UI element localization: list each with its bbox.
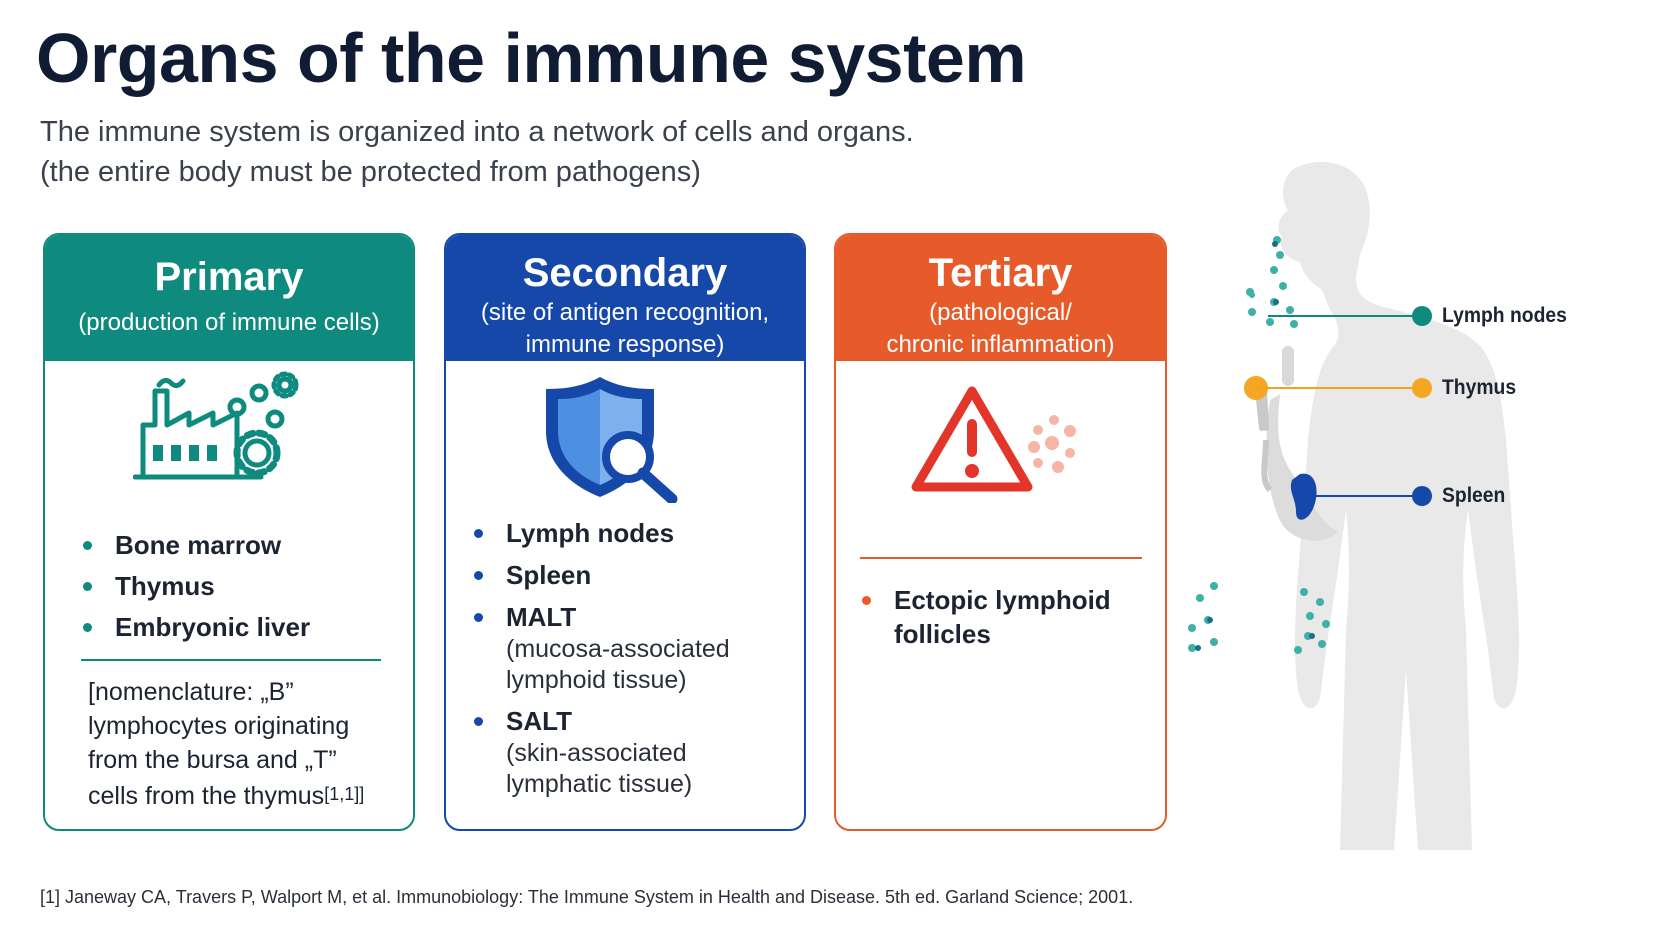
primary-subheading: (production of immune cells): [78, 309, 380, 336]
list-item: Lymph nodes: [474, 517, 730, 550]
page-title: Organs of the immune system: [36, 19, 1027, 97]
item-label: Spleen: [506, 560, 592, 590]
lymph-nodes-label: Lymph nodes: [1442, 304, 1567, 327]
subtitle-line-1: The immune system is organized into a ne…: [40, 116, 914, 148]
secondary-subheading-line-1: (site of antigen recognition,: [480, 299, 770, 326]
item-label: MALT: [506, 602, 577, 632]
list-item: Bone marrow: [83, 525, 310, 566]
human-body-silhouette: [1188, 161, 1520, 850]
list-item: Embryonic liver: [83, 607, 310, 648]
primary-organs-card: Primary (production of immune cells) Bon…: [43, 233, 415, 831]
item-description: (mucosa-associated: [506, 635, 730, 663]
item-label: SALT: [506, 706, 572, 736]
tertiary-organs-list: Ectopic lymphoid follicles: [862, 583, 1111, 651]
item-label: Ectopic lymphoid: [894, 585, 1111, 615]
item-label: Lymph nodes: [506, 518, 675, 548]
page-subtitle: The immune system is organized into a ne…: [40, 112, 1140, 192]
list-item: Thymus: [83, 566, 310, 607]
divider: [860, 557, 1142, 559]
item-label: follicles: [894, 619, 991, 649]
note-line: from the bursa and „T”: [88, 746, 337, 774]
human-body-figure: Lymph nodes Thymus Spleen: [1170, 150, 1670, 850]
citation-ref: [1,1]]: [324, 784, 365, 804]
nomenclature-note: [nomenclature: „B” lymphocytes originati…: [88, 675, 388, 813]
list-item: Spleen: [474, 559, 730, 592]
secondary-organs-card: Secondary (site of antigen recognition, …: [444, 233, 806, 831]
note-line: [nomenclature: „B”: [88, 678, 294, 706]
note-line: lymphocytes originating: [88, 712, 350, 740]
subtitle-line-2: (the entire body must be protected from …: [40, 156, 701, 188]
primary-organs-list: Bone marrow Thymus Embryonic liver: [83, 525, 310, 648]
note-line: cells from the thymus[1,1]]: [88, 777, 388, 813]
primary-card-header: Primary (production of immune cells): [45, 235, 413, 361]
secondary-heading: Secondary: [522, 251, 728, 295]
tertiary-organs-card: Tertiary (pathological/ chronic inflamma…: [834, 233, 1167, 831]
factory-gears-icon: [132, 363, 313, 498]
tertiary-subheading-line-1: (pathological/: [929, 299, 1072, 326]
divider: [81, 659, 381, 661]
item-description: lymphatic tissue): [506, 770, 693, 798]
spleen-label: Spleen: [1442, 484, 1506, 507]
tertiary-heading: Tertiary: [928, 251, 1073, 295]
note-text: cells from the thymus: [88, 782, 325, 810]
primary-heading: Primary: [154, 255, 304, 299]
list-item: SALT (skin-associated lymphatic tissue): [474, 705, 730, 800]
tertiary-subheading-line-2: chronic inflammation): [886, 331, 1115, 358]
reference-citation: [1] Janeway CA, Travers P, Walport M, et…: [40, 887, 1134, 907]
item-description: (skin-associated: [506, 739, 687, 767]
list-item: Ectopic lymphoid follicles: [862, 583, 1111, 651]
secondary-subheading-line-2: immune response): [525, 331, 725, 358]
item-description: lymphoid tissue): [506, 666, 687, 694]
secondary-card-header: Secondary (site of antigen recognition, …: [446, 235, 804, 361]
warning-triangle-icon: [910, 385, 1080, 500]
thymus-label: Thymus: [1442, 376, 1517, 399]
list-item: MALT (mucosa-associated lymphoid tissue): [474, 601, 730, 696]
shield-magnifier-icon: [542, 373, 692, 508]
tertiary-card-header: Tertiary (pathological/ chronic inflamma…: [836, 235, 1165, 361]
secondary-organs-list: Lymph nodes Spleen MALT (mucosa-associate…: [474, 517, 730, 809]
